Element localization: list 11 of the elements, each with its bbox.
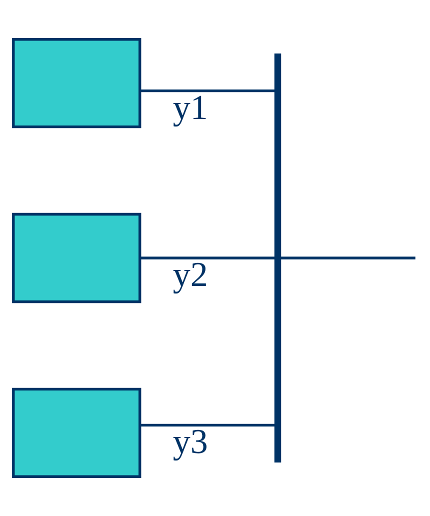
connector [140,256,276,260]
node-box [12,38,142,128]
edge-label: y3 [172,422,208,462]
connector [280,256,416,260]
edge-label: y2 [172,254,208,294]
node-box [12,388,142,478]
connector [140,90,276,92]
node-box [12,212,142,304]
connector [140,424,276,426]
node-bar [274,54,282,462]
edge-label: y1 [172,88,208,127]
